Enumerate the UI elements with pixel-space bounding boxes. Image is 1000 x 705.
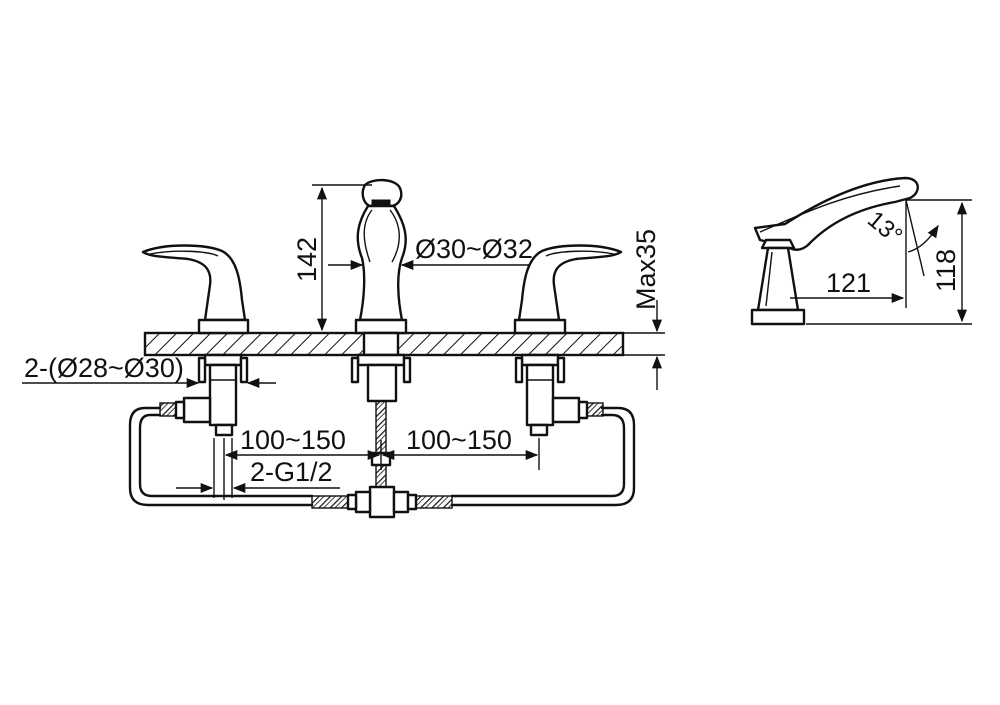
supply-hose-loop xyxy=(128,406,636,507)
tee-connector xyxy=(311,485,453,519)
dimension-lines xyxy=(22,184,663,500)
dim-spout-hole: Ø30~Ø32 xyxy=(415,234,533,264)
dim-spout-reach: 121 xyxy=(826,268,871,298)
dim-height-142: 142 xyxy=(292,237,322,282)
dim-spacing-left: 100~150 xyxy=(240,425,346,455)
center-spout-front xyxy=(350,178,412,488)
countertop xyxy=(143,331,665,357)
dim-handle-hole: 2-(Ø28~Ø30) xyxy=(24,353,184,383)
dim-thread: 2-G1/2 xyxy=(250,457,333,487)
side-view xyxy=(750,176,972,326)
dim-side-height: 118 xyxy=(931,249,961,292)
dim-spacing-right: 100~150 xyxy=(406,425,512,455)
dim-spout-angle: 13° xyxy=(862,206,907,250)
dim-deck-max: Max35 xyxy=(631,229,661,310)
right-handle xyxy=(513,244,623,437)
left-handle xyxy=(141,244,250,437)
